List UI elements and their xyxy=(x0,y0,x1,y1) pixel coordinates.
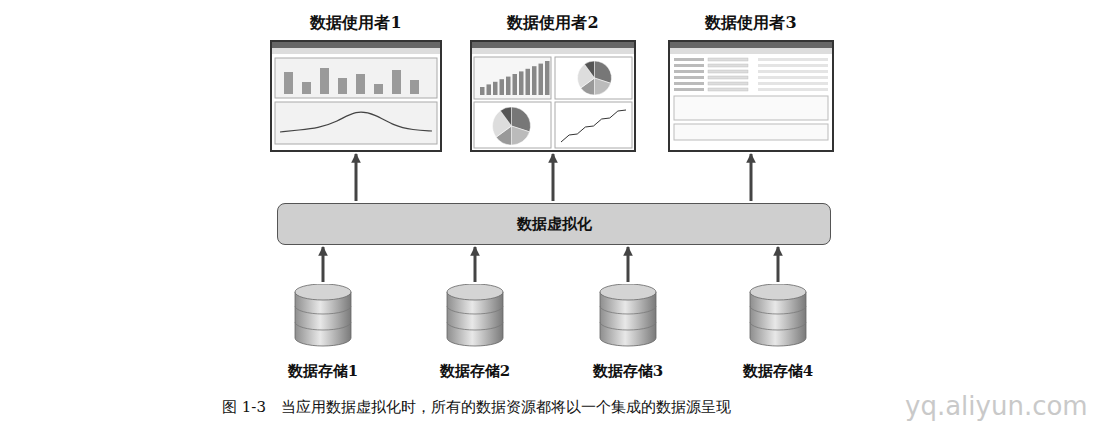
cylinder-icon xyxy=(730,284,826,348)
store-label: 数据存储1 xyxy=(275,362,371,381)
figure-caption: 图 1-3 当应用数据虚拟化时，所有的数据资源都将以一个集成的数据源呈现 xyxy=(222,398,731,417)
flow-arrow xyxy=(322,247,325,282)
dashboard-screenshot xyxy=(270,40,442,152)
flow-arrow xyxy=(750,154,753,201)
data-store-cylinder: 数据存储1 xyxy=(275,284,371,381)
store-label: 数据存储4 xyxy=(730,362,826,381)
data-store-cylinder: 数据存储3 xyxy=(580,284,676,381)
dashboard-screenshot xyxy=(668,40,834,152)
band-label: 数据虚拟化 xyxy=(507,215,602,234)
screen-heading: 数据使用者1 xyxy=(270,12,442,34)
cylinder-icon xyxy=(275,284,371,348)
cylinder-icon xyxy=(427,284,523,348)
data-consumer-screen: 数据使用者1 xyxy=(270,12,442,152)
data-store-cylinder: 数据存储2 xyxy=(427,284,523,381)
store-label: 数据存储3 xyxy=(580,362,676,381)
data-consumer-screen: 数据使用者2 xyxy=(470,12,636,152)
flow-arrow xyxy=(474,247,477,282)
cylinder-icon xyxy=(580,284,676,348)
watermark: yq.aliyun.com xyxy=(905,391,1088,421)
flow-arrow xyxy=(552,154,555,201)
flow-arrow xyxy=(777,247,780,282)
virtualization-band: 数据虚拟化 xyxy=(277,203,831,245)
flow-arrow xyxy=(627,247,630,282)
screen-heading: 数据使用者3 xyxy=(668,12,834,34)
data-consumer-screen: 数据使用者3 xyxy=(668,12,834,152)
flow-arrow xyxy=(355,154,358,201)
dashboard-screenshot xyxy=(470,40,636,152)
store-label: 数据存储2 xyxy=(427,362,523,381)
screen-heading: 数据使用者2 xyxy=(470,12,636,34)
data-store-cylinder: 数据存储4 xyxy=(730,284,826,381)
